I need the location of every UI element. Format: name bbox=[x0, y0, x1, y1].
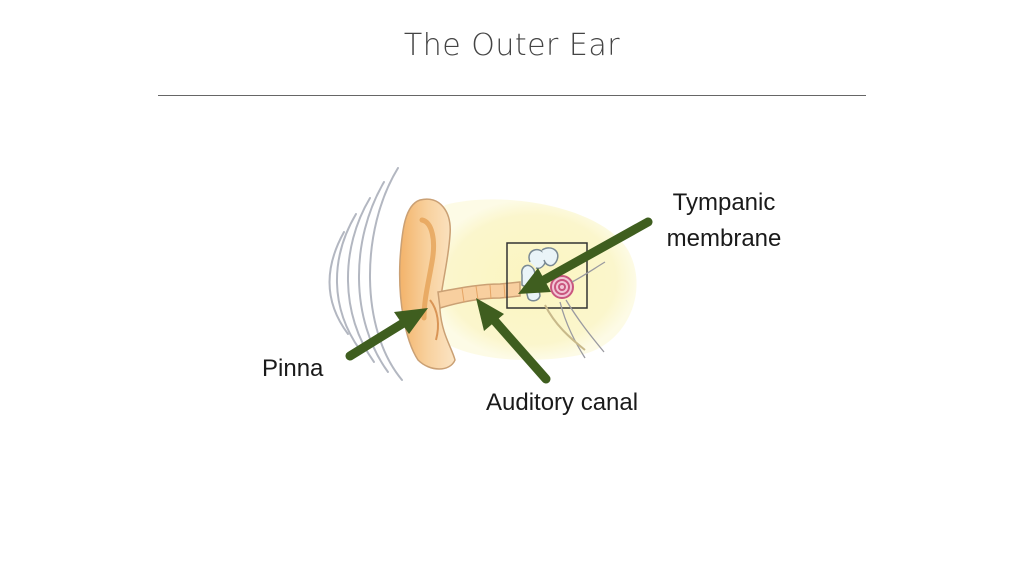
label-auditory-canal: Auditory canal bbox=[486, 389, 639, 416]
eustachian-tube bbox=[544, 304, 586, 351]
label-tympanic-membrane: Tympanic membrane bbox=[655, 185, 793, 257]
title-divider bbox=[158, 95, 866, 96]
nerves bbox=[559, 261, 606, 359]
label-tympanic-line2: membrane bbox=[666, 225, 782, 252]
auditory-canal-shape bbox=[437, 281, 521, 309]
label-pinna: Pinna bbox=[262, 355, 324, 382]
label-tympanic-line1: Tympanic bbox=[672, 189, 776, 216]
arrow-pinna bbox=[345, 308, 428, 361]
slide-title: The Outer Ear bbox=[403, 28, 621, 63]
cochlea bbox=[550, 275, 574, 299]
arrow-auditory-canal bbox=[476, 298, 551, 384]
arrow-tympanic-membrane bbox=[518, 217, 653, 294]
